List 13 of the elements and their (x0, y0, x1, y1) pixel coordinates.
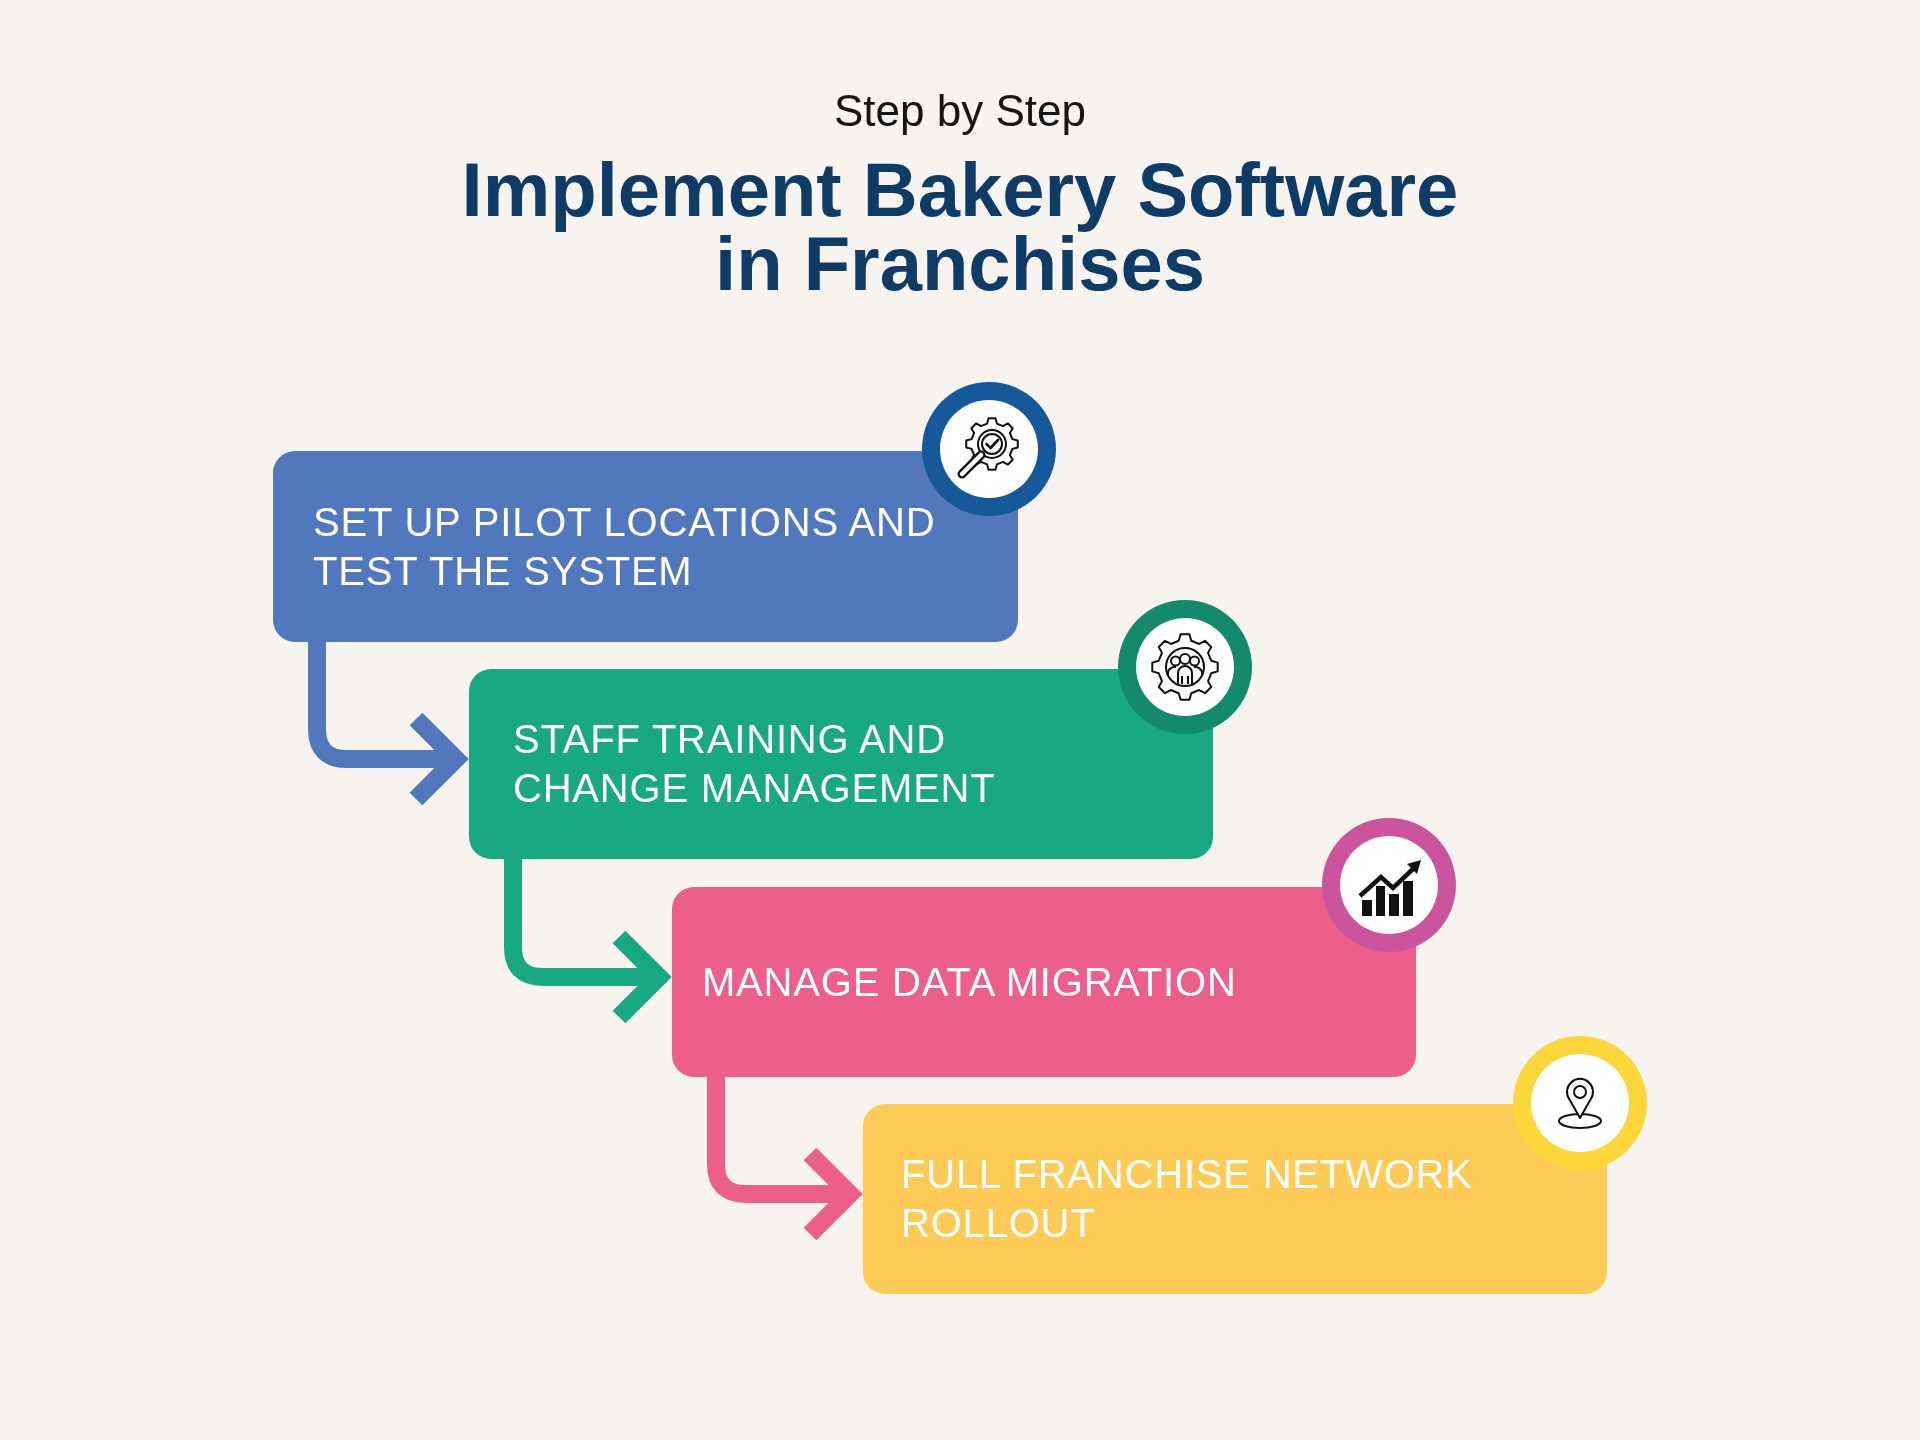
step-label: MANAGE DATA MIGRATION (702, 958, 1238, 1006)
arrow (504, 859, 668, 1026)
step-box (863, 1104, 1607, 1294)
subtitle: Step by Step (834, 85, 1086, 137)
title: Implement Bakery Software in Franchises (460, 153, 1460, 301)
arrow (308, 642, 465, 808)
step-box (469, 669, 1213, 859)
arrow (707, 1077, 859, 1243)
step-label: STAFF TRAINING AND CHANGE MANAGEMENT (513, 716, 997, 812)
step-box (273, 451, 1018, 642)
step-label: FULL FRANCHISE NETWORK ROLLOUT (901, 1151, 1474, 1247)
step-box (672, 887, 1416, 1077)
step-label: SET UP PILOT LOCATIONS AND TEST THE SYSTEM (313, 498, 937, 595)
